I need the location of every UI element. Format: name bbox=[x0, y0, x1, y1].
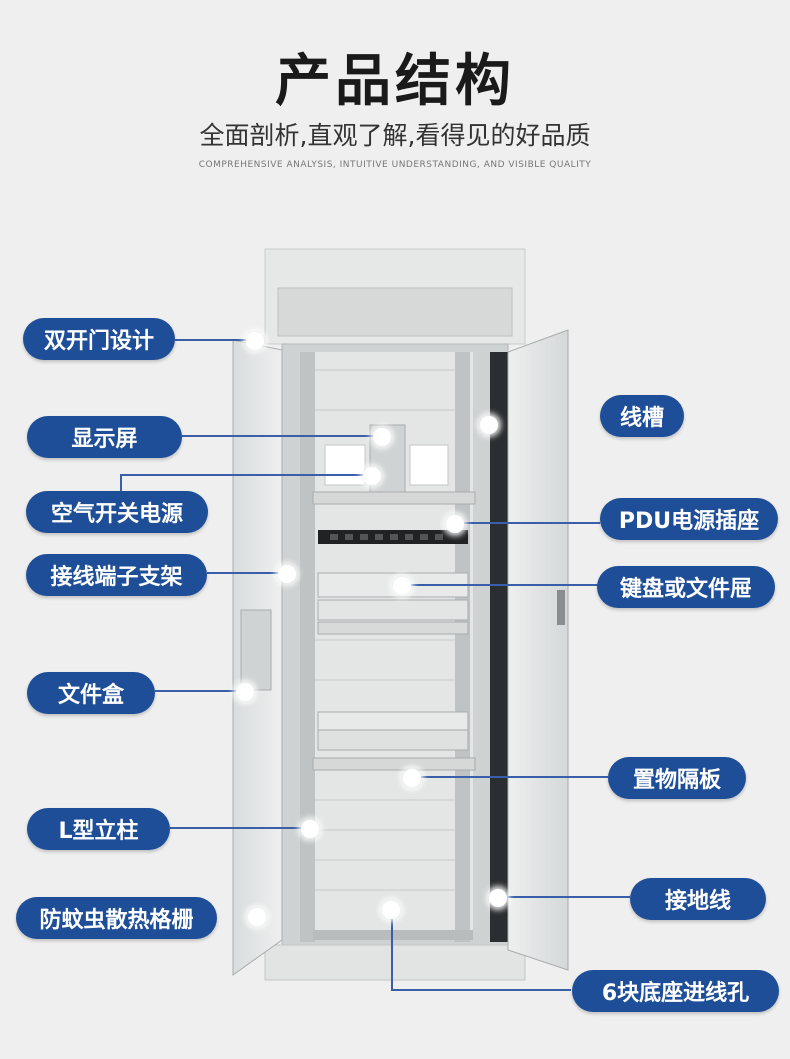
label-keyboard-drawer: 键盘或文件屉 bbox=[597, 566, 775, 608]
hotspot-dot bbox=[246, 332, 264, 350]
label-double-door: 双开门设计 bbox=[23, 318, 175, 360]
label-ground-wire: 接地线 bbox=[630, 878, 766, 920]
hotspot-dot bbox=[382, 901, 400, 919]
label-air-switch-power: 空气开关电源 bbox=[26, 491, 208, 533]
page-subtitle: 全面剖析,直观了解,看得见的好品质 bbox=[199, 121, 591, 150]
page-subtitle-english: COMPREHENSIVE ANALYSIS, INTUITIVE UNDERS… bbox=[198, 160, 592, 170]
label-pdu-socket: PDU电源插座 bbox=[600, 498, 778, 540]
hotspot-dot bbox=[403, 769, 421, 787]
page-title: 产品结构 bbox=[275, 49, 515, 114]
label-file-box: 文件盒 bbox=[27, 672, 155, 714]
hotspot-dot bbox=[480, 416, 498, 434]
label-cable-duct: 线槽 bbox=[600, 395, 684, 437]
label-ventilation-grille: 防蚊虫散热格栅 bbox=[16, 897, 217, 939]
hotspot-dot bbox=[301, 820, 319, 838]
hotspot-dot bbox=[373, 428, 391, 446]
hotspot-dot bbox=[236, 683, 254, 701]
hotspot-dot bbox=[278, 565, 296, 583]
label-base-cable-holes: 6块底座进线孔 bbox=[572, 970, 779, 1012]
hotspot-dot bbox=[446, 515, 464, 533]
hotspot-dot bbox=[489, 889, 507, 907]
hotspot-dot bbox=[248, 908, 266, 926]
label-l-column: L型立柱 bbox=[27, 808, 170, 850]
label-display: 显示屏 bbox=[27, 416, 182, 458]
hotspot-dot bbox=[363, 467, 381, 485]
label-shelf: 置物隔板 bbox=[608, 757, 746, 799]
label-terminal-bracket: 接线端子支架 bbox=[26, 554, 207, 596]
hotspot-dot bbox=[393, 577, 411, 595]
